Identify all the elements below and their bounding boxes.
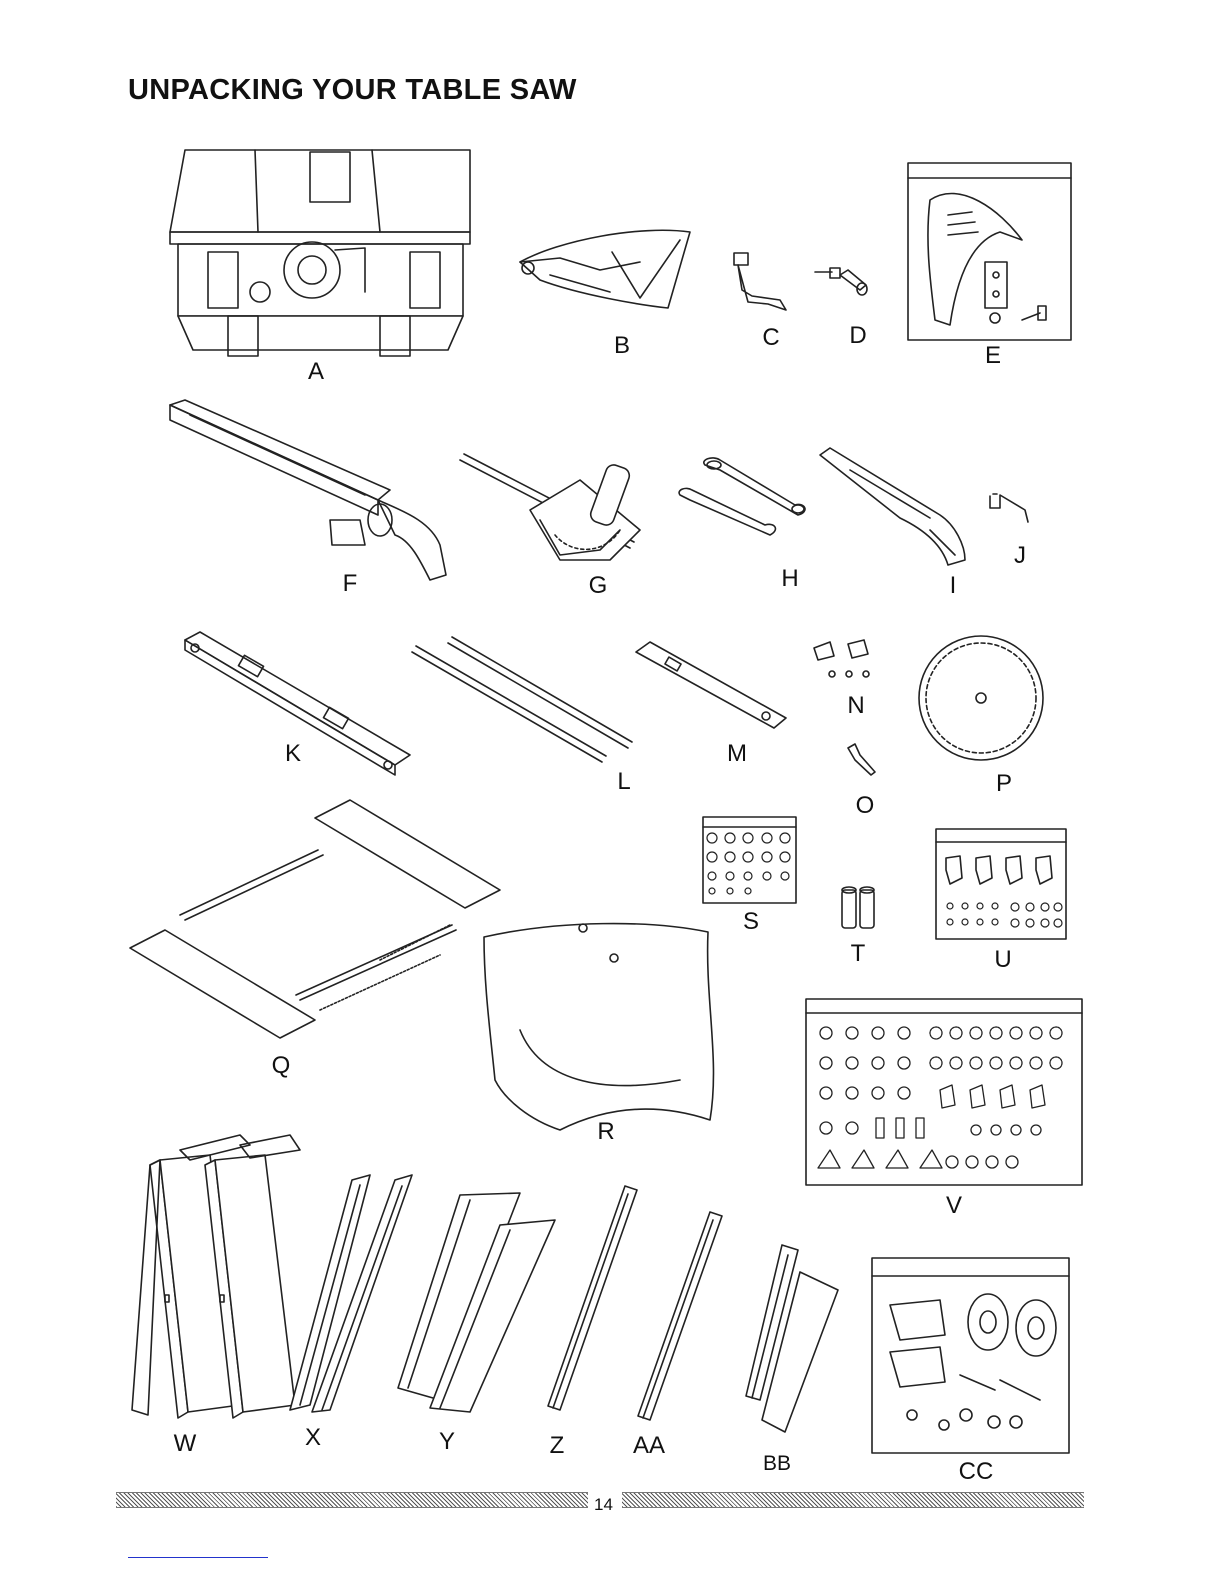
part-s-washers-drawing xyxy=(703,817,796,903)
label-l: L xyxy=(617,768,630,796)
part-aa-bar-drawing xyxy=(638,1212,722,1420)
part-y-side-rails-drawing xyxy=(398,1193,555,1412)
label-u: U xyxy=(994,946,1011,974)
label-e: E xyxy=(985,342,1001,370)
part-m-flat-bracket-drawing xyxy=(636,642,786,728)
part-p-saw-blade-drawing xyxy=(919,636,1043,760)
label-cc: CC xyxy=(959,1458,994,1486)
label-z: Z xyxy=(550,1432,565,1460)
part-cc-casters-drawing xyxy=(872,1258,1069,1453)
bottom-rule xyxy=(128,1557,268,1558)
label-w: W xyxy=(174,1430,197,1458)
part-f-rip-fence-drawing xyxy=(170,400,446,580)
label-r: R xyxy=(597,1118,614,1146)
label-aa: AA xyxy=(633,1432,665,1460)
label-x: X xyxy=(305,1424,321,1452)
label-q: Q xyxy=(272,1052,291,1080)
part-t-batteries-drawing xyxy=(842,887,874,928)
part-j-clip-drawing xyxy=(990,494,1028,522)
label-bb: BB xyxy=(763,1452,791,1476)
label-k: K xyxy=(285,740,301,768)
part-w-legs-drawing xyxy=(132,1135,300,1418)
part-g-miter-gauge-drawing xyxy=(460,454,640,560)
label-g: G xyxy=(589,572,608,600)
label-m: M xyxy=(727,740,747,768)
label-y: Y xyxy=(439,1428,455,1456)
part-b-blade-guard-drawing xyxy=(520,230,690,308)
page-number: 14 xyxy=(594,1495,613,1515)
label-t: T xyxy=(851,940,866,968)
part-a-table-saw-drawing xyxy=(170,150,470,356)
part-q-table-extension-drawing xyxy=(130,800,500,1038)
part-h-wrenches-drawing xyxy=(679,458,805,535)
footer-rule-left xyxy=(116,1492,588,1508)
label-b: B xyxy=(614,332,630,360)
part-d-knob-drawing xyxy=(815,268,867,295)
part-bb-brackets-drawing xyxy=(746,1245,838,1432)
label-n: N xyxy=(847,692,864,720)
footer-rule-right xyxy=(622,1492,1084,1508)
part-e-riving-knife-kit-drawing xyxy=(908,163,1071,340)
part-v-hardware-drawing xyxy=(806,999,1082,1185)
label-h: H xyxy=(781,565,798,593)
part-u-clips-drawing xyxy=(936,829,1066,939)
label-f: F xyxy=(343,570,358,598)
label-i: I xyxy=(950,572,957,600)
part-c-pawl-drawing xyxy=(734,253,786,310)
part-o-hex-key-drawing xyxy=(848,744,875,775)
part-z-bar-drawing xyxy=(548,1186,637,1410)
part-n-clamps-drawing xyxy=(814,640,869,677)
label-a: A xyxy=(308,358,324,386)
label-o: O xyxy=(856,792,875,820)
label-j: J xyxy=(1014,542,1026,570)
label-c: C xyxy=(762,324,779,352)
part-x-rails-drawing xyxy=(290,1175,412,1412)
label-p: P xyxy=(996,770,1012,798)
part-r-dust-bag-drawing xyxy=(484,924,713,1130)
label-d: D xyxy=(849,322,866,350)
part-i-push-stick-drawing xyxy=(820,448,965,565)
label-s: S xyxy=(743,908,759,936)
part-l-rods-drawing xyxy=(412,637,632,762)
label-v: V xyxy=(946,1192,962,1220)
